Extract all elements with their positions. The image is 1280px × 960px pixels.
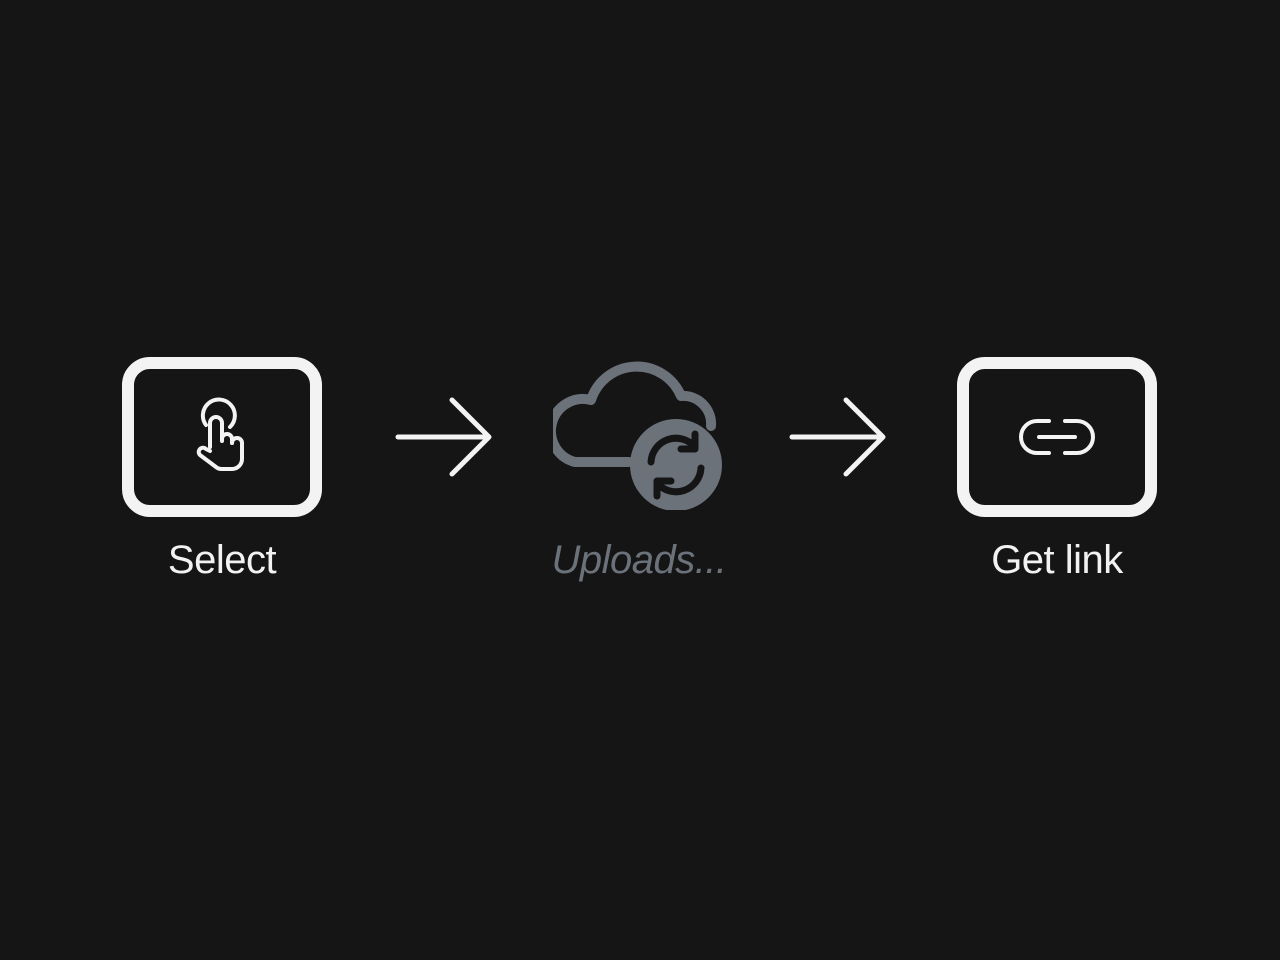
select-step-box[interactable]: [122, 357, 322, 517]
get-link-step-label: Get link: [991, 538, 1123, 582]
link-icon: [1019, 419, 1095, 455]
get-link-step-box[interactable]: [957, 357, 1157, 517]
tap-finger-icon: [196, 397, 244, 472]
select-step-label: Select: [167, 538, 277, 582]
arrow-right-icon: [789, 397, 886, 477]
arrow-right-icon: [395, 397, 492, 477]
uploads-step-label: Uploads...: [551, 538, 727, 582]
cloud-sync-icon: [553, 361, 722, 510]
